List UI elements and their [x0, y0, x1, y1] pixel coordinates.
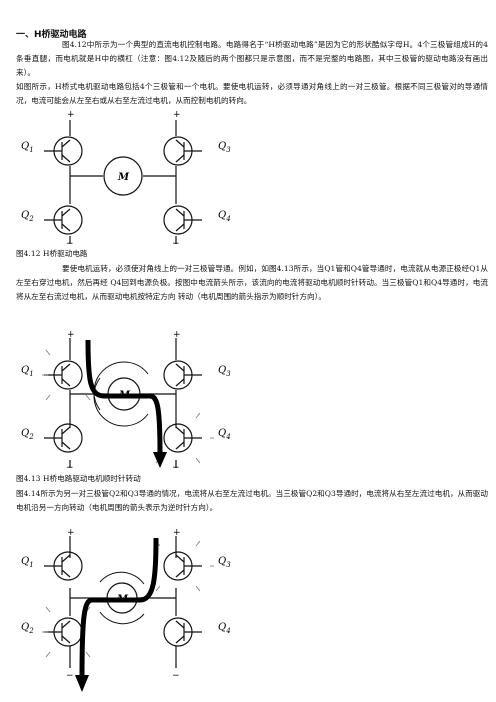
caption-fig-4-13: 图4.13 H桥电路驱动电机顺时针转动: [16, 474, 141, 483]
svg-text:−: −: [172, 463, 180, 470]
label-q1-c: Q1: [21, 556, 34, 569]
svg-text:+: +: [67, 330, 75, 340]
plus-right: +: [173, 110, 181, 120]
transistor-q4: [163, 205, 202, 235]
paragraph-1: 图4.12中所示为一个典型的直流电机控制电路。电路得名于“H桥驱动电路”是因为它…: [16, 40, 488, 77]
svg-text:−: −: [172, 671, 180, 681]
figure-h-bridge: M + + − − Q1 Q2 Q3 Q4: [21, 110, 231, 246]
label-q4-c: Q4: [218, 622, 231, 635]
motor-symbol: [103, 156, 143, 196]
figure-clockwise: M + + − − Q1 Q2 Q3 Q4: [21, 330, 231, 470]
figure-counterclockwise: M + + − − Q1 Q2 Q3 Q4: [21, 528, 231, 692]
svg-text:+: +: [173, 528, 181, 538]
label-q2-c: Q2: [21, 622, 34, 635]
minus-left: −: [66, 239, 74, 246]
paragraph-2: 如图所示，H桥式电机驱动电路包括4个三极管和一个电机。要使电机运转，必须导通对角…: [16, 82, 488, 105]
paragraph-3: 要使电机运转，必须使对角线上的一对三极管导通。例如，如图4.13所示，当Q1管和…: [16, 264, 488, 301]
label-q2: Q2: [21, 210, 34, 223]
svg-text:−: −: [66, 671, 74, 681]
label-q3-c: Q3: [218, 556, 231, 569]
transistor-q3: [163, 136, 202, 166]
svg-text:+: +: [67, 528, 75, 538]
h-bridge-circuit: [44, 120, 202, 244]
minus-right: −: [172, 239, 180, 246]
label-q3-b: Q3: [218, 365, 231, 378]
label-q4-b: Q4: [218, 428, 231, 441]
transistor-q1: [44, 136, 83, 166]
caption-fig-4-12: 图4.12 H桥驱动电路: [16, 249, 88, 258]
motor-label-3: M: [116, 594, 129, 605]
section-heading: 一、H桥驱动电路: [16, 30, 87, 40]
paragraph-4: 图4.14所示为另一对三极管Q2和Q3导通的情况，电流将从右至左流过电机。当三极…: [16, 489, 488, 512]
label-q4: Q4: [218, 210, 231, 223]
label-q1: Q1: [21, 141, 34, 154]
transistor-q2: [44, 205, 83, 235]
motor-label-2: M: [118, 390, 131, 401]
label-q2-b: Q2: [21, 428, 34, 441]
current-arrow-cw: [85, 339, 163, 456]
plus-left: +: [67, 110, 75, 120]
label-q3: Q3: [218, 141, 231, 154]
svg-text:+: +: [173, 330, 181, 340]
motor-label: M: [117, 172, 130, 183]
svg-text:−: −: [66, 463, 74, 470]
label-q1-b: Q1: [21, 365, 34, 378]
current-arrow-ccw: [79, 537, 159, 679]
